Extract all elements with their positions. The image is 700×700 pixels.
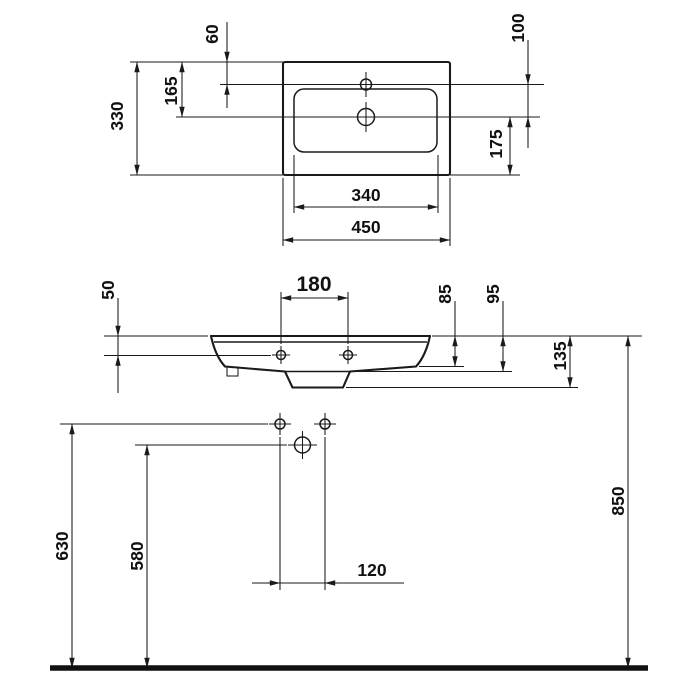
dim-label-135: 135 <box>550 341 570 370</box>
dim-label-85: 85 <box>435 284 455 304</box>
fixing-hole-right-icon <box>339 346 357 364</box>
basin-outline-top <box>281 60 452 177</box>
dim-580: 580 <box>127 444 287 669</box>
faucet-hole-icon <box>353 72 379 97</box>
basin-outline-front <box>209 334 432 389</box>
dim-label-580: 580 <box>127 541 147 570</box>
supply-hole-right-icon <box>314 413 336 435</box>
dim-50: 50 <box>98 280 271 393</box>
dim-label-450: 450 <box>351 217 380 237</box>
dim-label-630: 630 <box>52 531 72 560</box>
dim-label-95: 95 <box>483 284 503 304</box>
dim-165: 165 <box>161 61 351 118</box>
dim-630: 630 <box>52 423 268 669</box>
dim-100: 100 <box>508 13 531 148</box>
drain-hole-icon <box>351 102 381 132</box>
fixing-hole-left-icon <box>272 346 290 364</box>
dim-label-165: 165 <box>161 76 181 105</box>
dim-85: 85 <box>419 284 464 368</box>
front-view: 180 50 85 95 135 <box>50 273 648 671</box>
dim-95: 95 <box>352 284 512 373</box>
dim-label-50: 50 <box>98 280 118 300</box>
dim-label-100: 100 <box>508 13 528 42</box>
dim-180: 180 <box>280 273 349 344</box>
dim-450: 450 <box>282 178 451 246</box>
dim-330: 330 <box>107 61 283 176</box>
dim-135: 135 <box>346 335 578 389</box>
dim-label-340: 340 <box>351 185 380 205</box>
dim-60: 60 <box>202 22 353 108</box>
dim-175: 175 <box>486 116 513 176</box>
dim-label-60: 60 <box>202 24 222 44</box>
dim-label-175: 175 <box>486 129 506 158</box>
dim-label-330: 330 <box>107 101 127 130</box>
dim-850: 850 <box>608 335 631 669</box>
drain-outlet-icon <box>288 431 317 459</box>
dim-label-180: 180 <box>296 273 331 296</box>
dim-120: 120 <box>252 437 404 590</box>
fixing-bracket <box>226 366 239 377</box>
supply-hole-left-icon <box>269 413 291 435</box>
top-view: 330 165 60 100 175 <box>107 13 544 246</box>
dim-label-120: 120 <box>357 560 386 580</box>
dim-label-850: 850 <box>608 486 628 515</box>
dim-340: 340 <box>293 155 439 213</box>
